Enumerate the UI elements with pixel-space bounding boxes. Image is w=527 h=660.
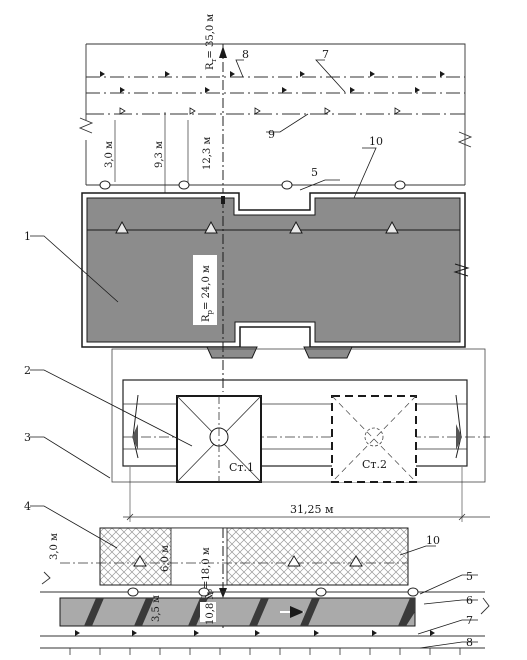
road-label-gap — [200, 602, 216, 622]
dim-9-3m: 9,3 м — [154, 141, 165, 168]
top-scheme: Rт= 35,0 м 3,0 м 9,3 м 12,3 м Rр= 24,0 м — [78, 14, 473, 392]
break-mark-right — [457, 131, 473, 148]
radius-work-label: Rр= 24,0 м — [201, 265, 214, 322]
callouts — [30, 59, 478, 649]
road-stripes — [84, 598, 415, 626]
flags-bottom — [75, 630, 435, 636]
crane-plan: Ст.1 Ст.2 31,25 м — [111, 348, 490, 522]
break-mark-building — [453, 263, 470, 277]
radius-arrow-bottom — [219, 588, 227, 598]
radius-bottom-label: Rр=18,0 м — [201, 547, 214, 601]
flags-row-1 — [100, 71, 445, 77]
radius-label-bg — [193, 255, 217, 325]
crane-bumper-left — [132, 424, 138, 450]
storage-zone — [99, 527, 409, 586]
dim-3-5m: 3,5 м — [151, 595, 162, 622]
radius-arrow — [219, 46, 227, 58]
crane-support — [303, 346, 353, 359]
lamp-posts-bottom — [127, 587, 419, 597]
callout-5b: 5 — [466, 570, 473, 583]
dim-6m: 6,0 м — [160, 545, 171, 572]
dim-12-3m: 12,3 м — [202, 137, 213, 170]
storage-triangles — [133, 555, 363, 567]
station-2-diagonal — [331, 395, 417, 483]
bottom-scheme: 3,0 м 6,0 м Rр=18,0 м 3,5 м 10,8 м — [40, 527, 490, 655]
road — [59, 597, 416, 627]
break-mark-bottom — [480, 597, 490, 615]
axis-marker — [221, 196, 225, 204]
callout-8: 8 — [242, 48, 249, 61]
callout-5: 5 — [311, 166, 318, 179]
callout-7b: 7 — [466, 614, 473, 627]
break-mark-left — [78, 117, 94, 134]
station-1-label: Ст.1 — [229, 461, 254, 474]
radius-top-label: Rт= 35,0 м — [205, 14, 218, 70]
callout-9: 9 — [268, 128, 275, 141]
dim-10-8m: 10,8 м — [205, 592, 216, 625]
callout-3: 3 — [24, 431, 31, 444]
callout-10: 10 — [369, 135, 383, 148]
crane-frame — [122, 379, 468, 467]
span-label: 31,25 м — [290, 503, 334, 516]
sidewalk-ticks — [69, 648, 461, 655]
station-2-center — [364, 427, 384, 447]
callout-2: 2 — [24, 364, 31, 377]
site-boundary — [85, 43, 466, 185]
storage-gap — [170, 527, 228, 586]
flags-row-3 — [119, 107, 401, 115]
building-fill — [86, 197, 461, 343]
callout-7: 7 — [322, 48, 329, 61]
break-mark-bottom-left — [41, 571, 51, 585]
station-2-label: Ст.2 — [362, 458, 387, 471]
crane-bumper-right — [456, 424, 462, 450]
crane-support — [206, 346, 258, 359]
warning-triangles — [115, 220, 399, 234]
flags-row-2 — [120, 87, 420, 93]
lamp-posts — [99, 180, 406, 190]
callout-6: 6 — [466, 594, 473, 607]
callout-1: 1 — [24, 230, 31, 243]
callout-8b: 8 — [466, 636, 473, 649]
callout-10b: 10 — [426, 534, 440, 547]
callout-4: 4 — [24, 500, 31, 513]
crane-zone-border — [111, 348, 486, 483]
dim-3m: 3,0 м — [104, 141, 115, 168]
dim-3m-bottom: 3,0 м — [49, 533, 60, 560]
